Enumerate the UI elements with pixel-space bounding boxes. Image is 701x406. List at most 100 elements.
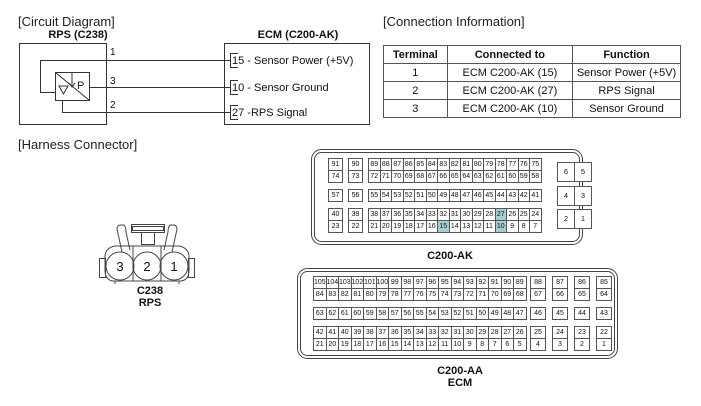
pin-2: 2: [557, 209, 575, 229]
pin-74: 74: [438, 288, 452, 301]
c200aa-label: C200-AA: [437, 365, 483, 377]
pin-5: 5: [574, 162, 592, 182]
sensor-pin-2-label: 2: [110, 100, 116, 111]
pin-65: 65: [574, 288, 590, 301]
table-row: 2 ECM C200-AK (27) RPS Signal: [383, 81, 681, 100]
cell-connected-to: ECM C200-AK (10): [446, 99, 574, 118]
c238-label: C238: [136, 285, 164, 297]
pin-71: 71: [475, 288, 489, 301]
sensor-symbol-letter: P: [77, 80, 84, 92]
cell-terminal: 3: [383, 99, 448, 118]
wire-pin-1: [40, 60, 231, 93]
pressure-sensor-symbol-icon: [55, 72, 90, 101]
pin-75: 75: [425, 288, 439, 301]
pin-56: 56: [348, 189, 363, 202]
pin-6: 6: [557, 162, 575, 182]
pin-79: 79: [375, 288, 389, 301]
sensor-label: RPS (C238): [48, 29, 108, 41]
header-connected-to: Connected to: [446, 45, 574, 64]
pin-57: 57: [328, 189, 343, 202]
pin-83: 83: [325, 288, 339, 301]
pin-2: 2: [574, 338, 590, 351]
pin-26: 26: [513, 326, 527, 339]
pin-4: 4: [530, 338, 546, 351]
c238-sublabel: RPS: [138, 297, 162, 309]
pin-1: 1: [574, 209, 592, 229]
c238-connector: 3 2 1: [99, 224, 195, 284]
pin-86: 86: [574, 276, 590, 289]
circuit-diagram-title: [Circuit Diagram]: [18, 14, 115, 29]
pin-22: 22: [348, 220, 363, 233]
pin-64: 64: [596, 288, 612, 301]
pin-46: 46: [530, 307, 546, 320]
pin-50: 50: [475, 307, 489, 320]
pin-23: 23: [328, 220, 343, 233]
connection-info-title: [Connection Information]: [383, 14, 525, 29]
connection-table: Terminal Connected to Function 1 ECM C20…: [383, 45, 681, 118]
c200aa-sublabel: ECM: [447, 377, 473, 389]
pin-49: 49: [488, 307, 502, 320]
ecm-terminal-15-label: 15 - Sensor Power (+5V): [232, 55, 353, 67]
ecm-terminal-27-label: 27 -RPS Signal: [232, 107, 307, 119]
pin-54: 54: [379, 189, 392, 202]
cell-function: RPS Signal: [572, 81, 681, 100]
table-row: 1 ECM C200-AK (15) Sensor Power (+5V): [383, 63, 681, 82]
pin-78: 78: [388, 288, 402, 301]
pin-66: 66: [552, 288, 568, 301]
pin-74: 74: [328, 170, 343, 183]
pin-81: 81: [350, 288, 364, 301]
pin-82: 82: [338, 288, 352, 301]
c200ak-label: C200-AK: [427, 250, 473, 262]
c238-pin-2: 2: [143, 259, 150, 274]
cell-terminal: 2: [383, 81, 448, 100]
pin-68: 68: [513, 288, 527, 301]
pin-58: 58: [375, 307, 389, 320]
pin-7: 7: [488, 338, 502, 351]
table-row: 3 ECM C200-AK (10) Sensor Ground: [383, 99, 681, 118]
pin-44: 44: [494, 189, 507, 202]
pin-89: 89: [513, 276, 527, 289]
pin-9: 9: [463, 338, 477, 351]
pin-76: 76: [413, 288, 427, 301]
pin-17: 17: [414, 220, 427, 233]
pin-20: 20: [325, 338, 339, 351]
wire-pin-2: [62, 100, 231, 113]
pin-45: 45: [552, 307, 568, 320]
c238-pin-3: 3: [116, 259, 123, 274]
pin-10: 10: [450, 338, 464, 351]
pin-77: 77: [400, 288, 414, 301]
pin-24: 24: [552, 326, 568, 339]
pin-15: 15: [388, 338, 402, 351]
pin-12: 12: [425, 338, 439, 351]
pin-59: 59: [517, 170, 530, 183]
pin-60: 60: [350, 307, 364, 320]
pin-48: 48: [448, 189, 461, 202]
pin-3: 3: [552, 338, 568, 351]
pin-63: 63: [313, 307, 327, 320]
pin-21: 21: [313, 338, 327, 351]
harness-connector-title: [Harness Connector]: [18, 137, 138, 152]
pin-43: 43: [596, 307, 612, 320]
cell-connected-to: ECM C200-AK (27): [446, 81, 574, 100]
c238-pin-1: 1: [170, 259, 177, 274]
pin-69: 69: [500, 288, 514, 301]
pin-4: 4: [557, 186, 575, 206]
pin-17: 17: [363, 338, 377, 351]
pin-52: 52: [450, 307, 464, 320]
pin-1: 1: [596, 338, 612, 351]
pin-72: 72: [463, 288, 477, 301]
pin-69: 69: [402, 170, 415, 183]
pin-62: 62: [483, 170, 496, 183]
pin-42: 42: [517, 189, 530, 202]
ecm-box: [224, 43, 370, 125]
cell-function: Sensor Power (+5V): [572, 63, 681, 82]
pin-84: 84: [313, 288, 327, 301]
cell-function: Sensor Ground: [572, 99, 681, 118]
pin-54: 54: [425, 307, 439, 320]
pin-58: 58: [529, 170, 542, 183]
pin-61: 61: [338, 307, 352, 320]
sensor-box: [19, 43, 107, 125]
pin-18: 18: [350, 338, 364, 351]
pin-51: 51: [463, 307, 477, 320]
pin-12: 12: [471, 220, 484, 233]
